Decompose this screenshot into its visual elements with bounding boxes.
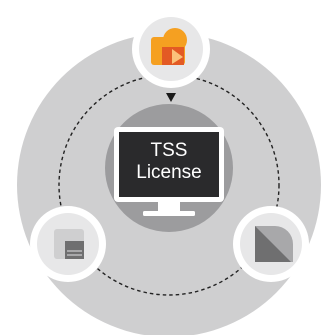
monitor-icon: [114, 127, 224, 216]
monitor-stand: [143, 211, 195, 216]
dashed-cycle-path: [58, 74, 280, 296]
right-node: [233, 206, 309, 282]
gray-shape-icon: [255, 226, 293, 262]
top-node: [132, 10, 210, 88]
arrow-down-icon: [166, 93, 176, 102]
monitor-neck: [158, 202, 180, 212]
label-line-2: License: [136, 162, 202, 183]
orange-document-icon: [151, 28, 187, 65]
monitor-label: TSS License: [114, 140, 224, 184]
monitor-screen: [119, 132, 219, 197]
label-line-1: TSS: [150, 140, 188, 161]
left-node: [30, 206, 106, 282]
gray-document-icon: [54, 229, 84, 259]
